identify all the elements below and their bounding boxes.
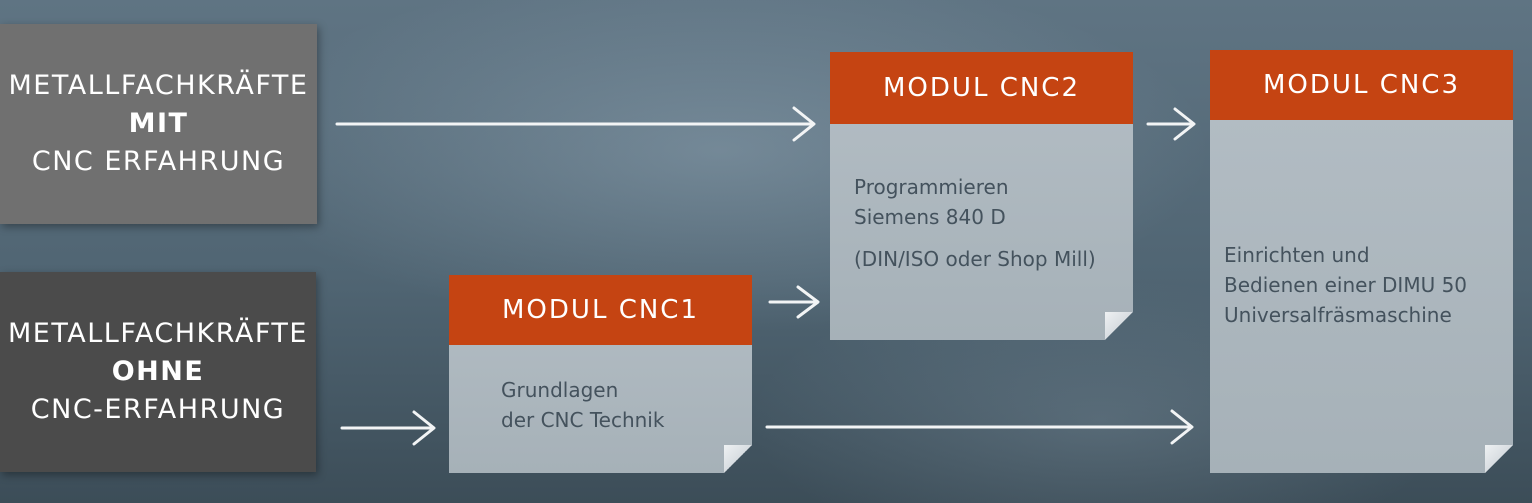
group-without-line3: CNC-ERFAHRUNG xyxy=(30,394,286,425)
group-without-cnc-experience: METALLFACHKRÄFTE OHNE CNC-ERFAHRUNG xyxy=(0,272,316,472)
module-cnc2-line1: Programmieren xyxy=(854,175,1009,199)
module-cnc1-title: MODUL CNC1 xyxy=(449,275,752,345)
module-cnc3-description: Einrichten und Bedienen einer DIMU 50 Un… xyxy=(1224,240,1467,330)
arrow-cnc1-to-cnc2 xyxy=(768,285,820,319)
module-cnc3-line2: Bedienen einer DIMU 50 xyxy=(1224,273,1468,297)
module-cnc3-title: MODUL CNC3 xyxy=(1210,50,1513,120)
module-card-cnc1: MODUL CNC1 Grundlagen der CNC Technik xyxy=(449,275,752,473)
module-cnc3-line1: Einrichten und xyxy=(1224,243,1370,267)
arrow-without-to-cnc1 xyxy=(340,410,436,446)
arrow-with-to-cnc2 xyxy=(335,106,816,142)
module-cnc2-title: MODUL CNC2 xyxy=(830,52,1133,124)
module-cnc1-line2: der CNC Technik xyxy=(501,408,665,432)
module-card-cnc2: MODUL CNC2 Programmieren Siemens 840 D (… xyxy=(830,52,1133,340)
module-cnc2-description: Programmieren Siemens 840 D (DIN/ISO ode… xyxy=(854,172,1096,274)
module-cnc2-note: (DIN/ISO oder Shop Mill) xyxy=(854,247,1096,271)
module-cnc2-line2: Siemens 840 D xyxy=(854,205,1006,229)
arrow-cnc1-to-cnc3 xyxy=(765,409,1194,445)
group-with-line2: MIT xyxy=(128,108,189,139)
arrow-cnc2-to-cnc3 xyxy=(1146,107,1196,141)
group-with-line1: METALLFACHKRÄFTE xyxy=(8,70,309,101)
module-card-cnc3: MODUL CNC3 Einrichten und Bedienen einer… xyxy=(1210,50,1513,473)
group-with-cnc-experience: METALLFACHKRÄFTE MIT CNC ERFAHRUNG xyxy=(0,24,317,224)
module-cnc3-line3: Universalfräsmaschine xyxy=(1224,303,1452,327)
group-with-line3: CNC ERFAHRUNG xyxy=(31,146,286,177)
group-without-line2: OHNE xyxy=(111,356,205,387)
module-cnc1-line1: Grundlagen xyxy=(501,378,619,402)
module-cnc1-description: Grundlagen der CNC Technik xyxy=(501,375,664,435)
group-without-line1: METALLFACHKRÄFTE xyxy=(8,318,308,349)
